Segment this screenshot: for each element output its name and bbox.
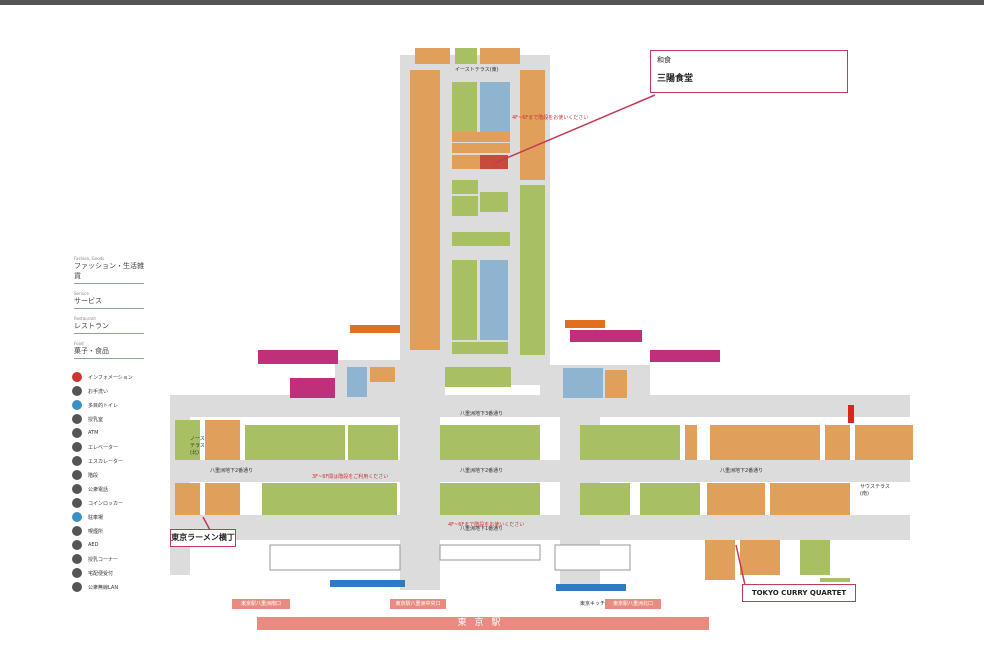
label-east-terrace: イーストテラス(東) xyxy=(455,67,499,73)
icon-legend-row: インフォメーション xyxy=(72,370,133,384)
legend-jp: レストラン xyxy=(74,321,144,334)
floor-info-boxes xyxy=(258,320,720,591)
row-shops-lower xyxy=(175,483,850,515)
legend-symbol-icon xyxy=(72,372,82,382)
icon-legend-row: 階段 xyxy=(72,468,133,482)
legend-symbol-icon xyxy=(72,512,82,522)
marker xyxy=(848,405,854,423)
legend-item: Food 菓子・食品 xyxy=(74,341,144,359)
icon-legend-label: エスカレーター xyxy=(88,458,124,465)
label-street: 八重洲地下1番通り xyxy=(460,526,504,532)
legend-symbol-icon xyxy=(72,386,82,396)
legend-symbol-icon xyxy=(72,428,82,438)
callout-ramen: 東京ラーメン横丁 xyxy=(170,529,236,547)
note-label: 4F~6Fまで階段をお使いください xyxy=(448,522,525,528)
legend-symbol-icon xyxy=(72,442,82,452)
label-street: 八重洲地下2番通り xyxy=(210,468,254,474)
icon-legend-label: 喫煙所 xyxy=(88,528,104,535)
label-street: 八重洲地下3番通り xyxy=(460,411,504,417)
legend-en: Fashion, Goods xyxy=(74,256,105,261)
tokyo-station-bar: 東京駅 xyxy=(257,617,709,630)
legend-item: Service サービス xyxy=(74,291,144,309)
legend-symbol-icon xyxy=(72,414,82,424)
icon-legend-label: ATM xyxy=(88,430,99,436)
legend-jp: サービス xyxy=(74,296,144,309)
icon-legend-label: 公衆無線LAN xyxy=(88,584,119,591)
legend-item: Restaurant レストラン xyxy=(74,316,144,334)
icon-legend-row: お手洗い xyxy=(72,384,133,398)
icon-legend-label: 階段 xyxy=(88,472,99,479)
legend-symbol-icon xyxy=(72,498,82,508)
icon-legend-row: 授乳コーナー xyxy=(72,552,133,566)
legend-item: Fashion, Goods ファッション・生活雑貨 xyxy=(74,256,144,284)
exit-label: 東京駅八重洲中央口 xyxy=(395,601,441,607)
icon-legend-label: AED xyxy=(88,542,99,548)
note-label: 4F~6Fまで階段をお使いください xyxy=(512,115,589,121)
row-shops-bottom xyxy=(269,540,850,582)
icon-legend-row: コインロッカー xyxy=(72,496,133,510)
callout-name: TOKYO CURRY QUARTET xyxy=(751,589,847,597)
icon-legend-row: エレベーター xyxy=(72,440,133,454)
exit-yaesu-central[interactable]: 東京駅八重洲中央口 xyxy=(390,599,446,609)
legend-jp: ファッション・生活雑貨 xyxy=(74,261,144,284)
icon-legend: インフォメーションお手洗い多目的トイレ授乳室 ATM エレベーターエスカレーター階段… xyxy=(72,370,133,594)
legend-symbol-icon xyxy=(72,568,82,578)
legend-symbol-icon xyxy=(72,456,82,466)
label-north-terrace: ノース テラス (北) xyxy=(190,436,205,456)
legend-symbol-icon xyxy=(72,526,82,536)
legend-symbol-icon xyxy=(72,540,82,550)
icon-legend-row: 宅配便受付 xyxy=(72,566,133,580)
icon-legend-row: 駐車場 xyxy=(72,510,133,524)
callout-curry: TOKYO CURRY QUARTET xyxy=(742,584,856,602)
legend-en: Service xyxy=(74,291,89,296)
icon-legend-label: 授乳室 xyxy=(88,416,104,423)
legend-symbol-icon xyxy=(72,554,82,564)
icon-legend-label: コインロッカー xyxy=(88,500,124,507)
exit-yaesu-south[interactable]: 東京駅八重洲南口 xyxy=(232,599,290,609)
legend-jp: 菓子・食品 xyxy=(74,346,144,359)
legend-symbol-icon xyxy=(72,400,82,410)
central-shops xyxy=(347,367,627,398)
icon-legend-label: 多目的トイレ xyxy=(88,402,119,409)
category-legend: Fashion, Goods ファッション・生活雑貨 Service サービス … xyxy=(74,256,144,366)
callout-lines xyxy=(202,94,746,586)
icon-legend-label: 宅配便受付 xyxy=(88,570,114,577)
icon-legend-row: 喫煙所 xyxy=(72,524,133,538)
exit-label: 東京駅八重洲北口 xyxy=(612,601,653,607)
icon-legend-row: 多目的トイレ xyxy=(72,398,133,412)
top-bar xyxy=(0,0,984,5)
label-south-terrace: サウステラス (南) xyxy=(860,484,890,497)
legend-symbol-icon xyxy=(72,470,82,480)
icon-legend-row: 公衆電話 xyxy=(72,482,133,496)
legend-en: Restaurant xyxy=(74,316,96,321)
label-street: 八重洲地下2番通り xyxy=(720,468,764,474)
station-label: 東京駅 xyxy=(457,618,509,628)
callout-name: 三陽食堂 xyxy=(657,74,694,84)
callout-category: 和食 xyxy=(657,56,671,64)
legend-symbol-icon xyxy=(72,484,82,494)
label-street: 八重洲地下2番通り xyxy=(460,468,504,474)
icon-legend-label: エレベーター xyxy=(88,444,119,451)
icon-legend-row: ATM xyxy=(72,426,133,440)
icon-legend-label: お手洗い xyxy=(88,388,109,395)
icon-legend-label: 公衆電話 xyxy=(88,486,109,493)
icon-legend-label: 授乳コーナー xyxy=(88,556,119,563)
exit-label: 東京駅八重洲南口 xyxy=(240,601,281,607)
icon-legend-row: 授乳室 xyxy=(72,412,133,426)
icon-legend-row: エスカレーター xyxy=(72,454,133,468)
icon-legend-row: AED xyxy=(72,538,133,552)
note-label: 3F~6F間は階段をご利用ください xyxy=(312,474,389,480)
legend-en: Food xyxy=(74,341,84,346)
icon-legend-label: インフォメーション xyxy=(88,374,133,381)
icon-legend-label: 駐車場 xyxy=(88,514,104,521)
row-shops-upper xyxy=(175,420,913,460)
east-terrace-shops xyxy=(410,48,545,355)
callout-sanyo: 和食 三陽食堂 xyxy=(650,50,848,93)
legend-symbol-icon xyxy=(72,582,82,592)
icon-legend-row: 公衆無線LAN xyxy=(72,580,133,594)
exit-yaesu-north[interactable]: 東京駅八重洲北口 xyxy=(605,599,661,609)
callout-name: 東京ラーメン横丁 xyxy=(171,533,235,542)
